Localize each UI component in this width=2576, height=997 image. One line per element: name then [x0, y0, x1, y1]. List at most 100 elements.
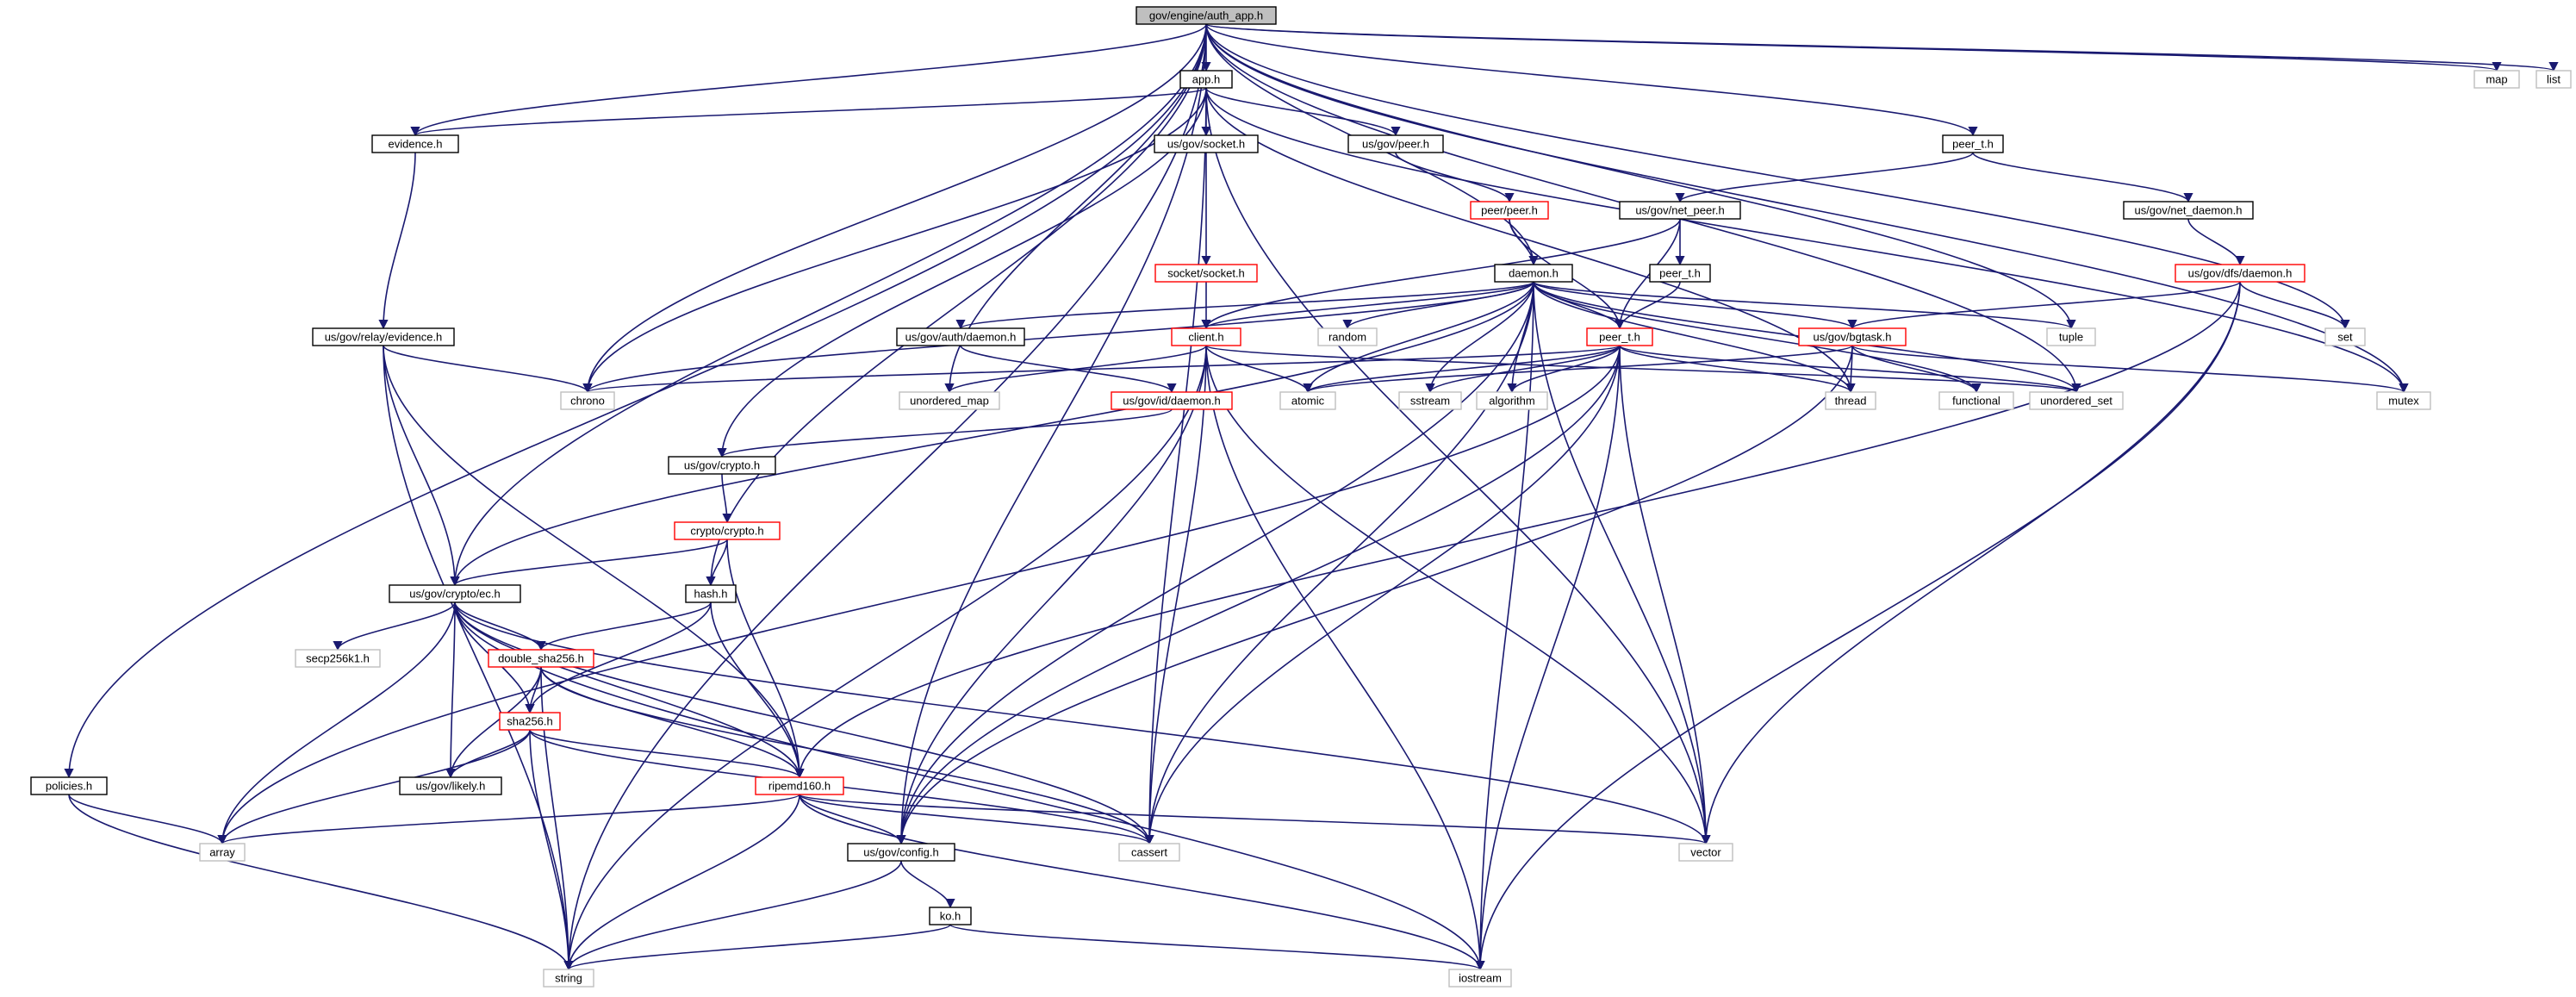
edge-peer_t-to-atomic — [1303, 345, 1621, 394]
edge-auth_app-to-set — [1205, 23, 2350, 330]
node-box-peerpeer — [1470, 201, 1549, 220]
node-box-dsha — [488, 649, 594, 668]
edge-peer_t-to-chrono — [583, 345, 1621, 394]
node-sstream: sstream — [1398, 391, 1462, 410]
node-net_peer[interactable]: us/gov/net_peer.h — [1619, 201, 1741, 220]
edge-client-to-vector — [1205, 345, 1711, 845]
node-box-unordered_map — [899, 391, 1000, 410]
node-relay_evidence[interactable]: us/gov/relay/evidence.h — [312, 327, 455, 346]
node-iostream: iostream — [1448, 969, 1512, 988]
node-evidence[interactable]: evidence.h — [371, 134, 459, 153]
node-label-functional: functional — [1952, 395, 2000, 408]
node-box-daemon — [1494, 264, 1573, 283]
edge-sha-to-string — [529, 729, 574, 971]
node-label-app: app.h — [1192, 73, 1221, 86]
edge-evidence-to-relay_evidence — [378, 152, 416, 330]
edge-ripemd-to-string — [563, 794, 800, 971]
edge-peer_t-to-config — [896, 345, 1621, 845]
edge-auth_app-to-evidence — [410, 23, 1207, 137]
node-policies[interactable]: policies.h — [30, 776, 108, 795]
edge-client-to-unordered_map — [944, 345, 1207, 394]
node-label-set: set — [2337, 331, 2353, 344]
node-label-ko: ko.h — [940, 910, 961, 923]
node-label-string: string — [555, 972, 582, 985]
node-mutex: mutex — [2376, 391, 2431, 410]
node-algorithm: algorithm — [1476, 391, 1548, 410]
edge-bgtask-to-mutex — [1851, 345, 2409, 394]
node-id_daemon[interactable]: us/gov/id/daemon.h — [1111, 391, 1233, 410]
edge-peer_t-to-unordered_set — [1619, 345, 2081, 394]
node-app[interactable]: app.h — [1179, 70, 1233, 89]
node-crypto[interactable]: us/gov/crypto.h — [668, 456, 776, 475]
edge-peer_t_mid-to-peer_t — [1615, 281, 1681, 330]
node-string: string — [543, 969, 594, 988]
node-peer[interactable]: us/gov/peer.h — [1347, 134, 1444, 153]
edge-peer_t-to-algorithm — [1507, 345, 1621, 394]
node-bgtask[interactable]: us/gov/bgtask.h — [1798, 327, 1907, 346]
node-ec[interactable]: us/gov/crypto/ec.h — [389, 584, 521, 603]
node-label-peer_t: peer_t.h — [1599, 331, 1640, 344]
node-socketsocket[interactable]: socket/socket.h — [1154, 264, 1258, 283]
node-ripemd[interactable]: ripemd160.h — [755, 776, 844, 795]
edge-daemon-to-chrono — [582, 281, 1534, 394]
node-cassert: cassert — [1118, 843, 1180, 862]
node-peer_t_top[interactable]: peer_t.h — [1942, 134, 2004, 153]
node-auth_daemon[interactable]: us/gov/auth/daemon.h — [896, 327, 1025, 346]
node-box-net_peer — [1619, 201, 1741, 220]
edge-ko-to-iostream — [949, 924, 1485, 971]
node-box-ko — [929, 907, 972, 925]
edge-bgtask-to-atomic — [1303, 345, 1853, 394]
edge-id_daemon-to-crypto — [717, 408, 1173, 458]
node-box-list — [2536, 70, 2572, 89]
node-box-policies — [30, 776, 108, 795]
node-label-sstream: sstream — [1410, 395, 1450, 408]
edge-ec-to-dsha — [454, 601, 546, 651]
edge-dfs_daemon-to-ripemd — [794, 281, 2241, 779]
edge-app-to-chrono — [582, 87, 1207, 394]
node-vector: vector — [1678, 843, 1733, 862]
edge-sha-to-ripemd — [529, 729, 805, 779]
node-sha[interactable]: sha256.h — [499, 712, 561, 731]
node-box-string — [543, 969, 594, 988]
node-config[interactable]: us/gov/config.h — [847, 843, 955, 862]
node-peer_t[interactable]: peer_t.h — [1586, 327, 1653, 346]
node-ko[interactable]: ko.h — [929, 907, 972, 925]
node-label-chrono: chrono — [570, 395, 605, 408]
node-label-policies: policies.h — [46, 780, 92, 793]
node-likely[interactable]: us/gov/likely.h — [399, 776, 502, 795]
node-peer_t_mid[interactable]: peer_t.h — [1649, 264, 1711, 283]
node-label-net_daemon: us/gov/net_daemon.h — [2134, 204, 2242, 217]
node-client[interactable]: client.h — [1171, 327, 1241, 346]
node-auth_app[interactable]: gov/engine/auth_app.h — [1136, 6, 1277, 25]
edge-peer_t-to-cassert — [1144, 345, 1621, 845]
node-box-mutex — [2376, 391, 2431, 410]
edge-crypto-to-cryptocrypto — [721, 473, 732, 524]
edge-auth_app-to-string — [563, 23, 1207, 971]
node-label-peer_t_mid: peer_t.h — [1659, 267, 1701, 280]
edge-dsha-to-likely — [445, 666, 542, 779]
node-map: map — [2473, 70, 2520, 89]
node-hash[interactable]: hash.h — [685, 584, 737, 603]
edge-daemon-to-cassert — [1144, 281, 1534, 845]
node-net_daemon[interactable]: us/gov/net_daemon.h — [2123, 201, 2254, 220]
node-peerpeer[interactable]: peer/peer.h — [1470, 201, 1549, 220]
node-box-chrono — [560, 391, 615, 410]
node-daemon[interactable]: daemon.h — [1494, 264, 1573, 283]
edge-dfs_daemon-to-bgtask — [1847, 281, 2241, 330]
edge-config-to-ko — [900, 860, 955, 909]
node-label-tuple: tuple — [2059, 331, 2083, 344]
node-socket[interactable]: us/gov/socket.h — [1154, 134, 1259, 153]
node-label-dsha: double_sha256.h — [498, 652, 584, 665]
node-dfs_daemon[interactable]: us/gov/dfs/daemon.h — [2175, 264, 2305, 283]
node-box-cryptocrypto — [674, 521, 781, 540]
node-dsha[interactable]: double_sha256.h — [488, 649, 594, 668]
node-cryptocrypto[interactable]: crypto/crypto.h — [674, 521, 781, 540]
edge-ripemd-to-array — [217, 794, 800, 845]
edge-peer_t-to-vector — [1619, 345, 1711, 845]
node-label-random: random — [1328, 331, 1366, 344]
edge-daemon-to-atomic — [1303, 281, 1534, 394]
edge-daemon-to-sstream — [1425, 281, 1534, 394]
node-label-thread: thread — [1835, 395, 1867, 408]
node-label-peer_t_top: peer_t.h — [1952, 138, 1994, 151]
